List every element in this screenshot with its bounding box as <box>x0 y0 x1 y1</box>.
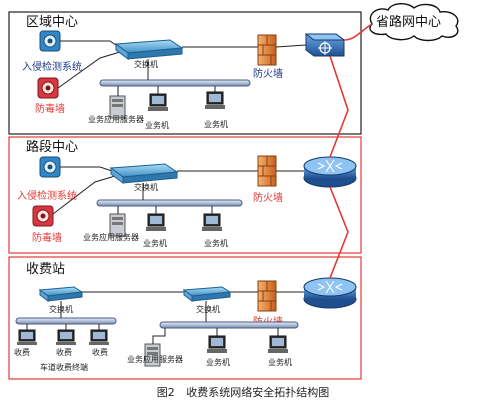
switch-icon <box>38 286 84 302</box>
zone-toll-station-title: 收费站 <box>26 262 65 277</box>
av-switch-link <box>57 51 121 89</box>
toll-terminal-label: 收费 <box>56 347 72 357</box>
switch-icon <box>182 286 232 302</box>
workstation-label: 业务机 <box>204 119 228 129</box>
workstation-label: 业务机 <box>143 238 167 248</box>
firewall-icon <box>257 280 277 312</box>
antivirus-wall-icon <box>37 77 59 99</box>
provincial-network-center-label: 省路网中心 <box>376 14 441 30</box>
firewall-icon <box>257 34 277 66</box>
zone-region-center-box <box>8 11 362 135</box>
ids-icon <box>39 156 61 178</box>
router-router-link <box>329 186 349 279</box>
switch-label: 交换机 <box>134 59 158 69</box>
switch-icon <box>114 39 184 60</box>
workstation-label: 业务机 <box>268 357 292 367</box>
ids-label: 入侵检测系统 <box>17 189 77 202</box>
workstation-label: 业务机 <box>206 357 230 367</box>
toll-terminal-label: 收费 <box>92 347 108 357</box>
server-icon <box>144 328 166 367</box>
antivirus-wall-label: 防毒墙 <box>32 231 62 244</box>
zone-section-center-title: 路段中心 <box>26 139 78 155</box>
antivirus-wall-label: 防毒墙 <box>35 102 65 115</box>
core-router-link <box>329 55 349 158</box>
ids-label: 入侵检测系统 <box>22 60 82 73</box>
toll-terminal-icon <box>89 324 109 345</box>
server-icon <box>109 206 126 237</box>
lan-bus <box>99 79 251 87</box>
workstation-icon <box>268 328 288 353</box>
zone-toll-station-box <box>8 256 362 380</box>
antivirus-wall-icon <box>32 205 54 227</box>
figure-title: 收费系统网络安全拓扑结构图 <box>186 386 330 399</box>
toll-lane-bus <box>15 317 117 325</box>
toll-lane-terminals-label: 车道收费终端 <box>40 362 88 372</box>
switch-label: 交换机 <box>196 304 220 314</box>
workstation-icon <box>202 206 222 231</box>
router-icon <box>303 156 357 188</box>
core-cloud-link <box>343 23 373 41</box>
ids-icon <box>39 30 61 52</box>
switch-label: 交换机 <box>134 182 158 192</box>
firewall-label: 防火墙 <box>253 67 283 80</box>
toll-terminal-icon <box>56 324 76 345</box>
zone-region-center-title: 区域中心 <box>26 15 78 30</box>
figure-number: 图2 <box>156 386 175 399</box>
server-label: 业务应用服务器 <box>83 232 139 242</box>
provincial-network-cloud-icon <box>369 3 459 42</box>
workstation-icon <box>146 206 166 231</box>
core-switch-icon <box>304 33 346 57</box>
server-label: 业务应用服务器 <box>127 354 183 364</box>
ids-switch-link <box>60 166 116 173</box>
workstation-icon <box>207 328 227 353</box>
lan-bus <box>159 321 299 329</box>
workstation-label: 业务机 <box>145 120 169 130</box>
toll-terminal-icon <box>17 324 37 345</box>
firewall-label: 防火墙 <box>253 191 283 204</box>
workstation-icon <box>148 86 168 111</box>
workstation-label: 业务机 <box>204 238 228 248</box>
router-icon <box>303 277 357 309</box>
zone-section-center-box <box>8 136 362 254</box>
toll-terminal-label: 收费 <box>14 347 30 357</box>
firewall-core-link <box>275 44 307 48</box>
figure-caption: 图2 收费系统网络安全拓扑结构图 <box>0 384 486 400</box>
switch-icon <box>109 163 179 184</box>
lan-bus <box>96 199 243 207</box>
server-icon <box>109 86 126 119</box>
workstation-icon <box>205 86 225 109</box>
firewall-icon <box>257 155 277 187</box>
ids-switch-link <box>60 40 121 49</box>
server-label: 业务应用服务器 <box>88 114 144 124</box>
av-switch-link <box>52 175 116 215</box>
